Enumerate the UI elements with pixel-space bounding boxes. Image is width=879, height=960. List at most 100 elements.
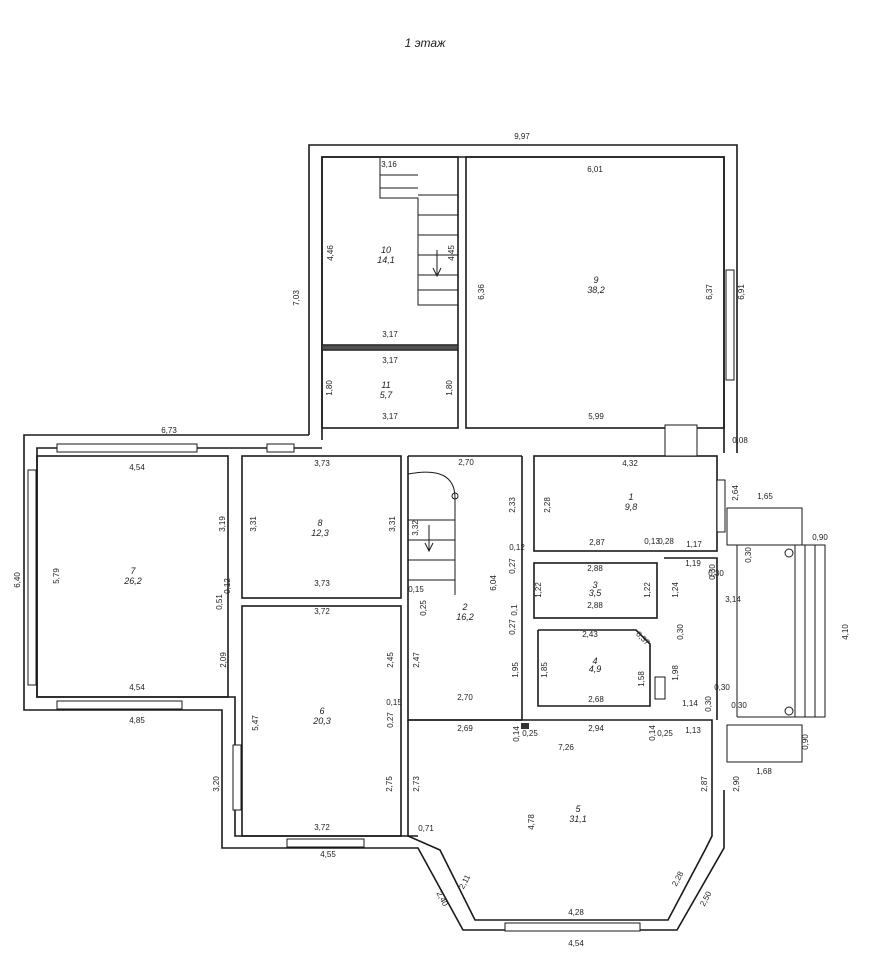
dimension-label: 2,69: [457, 724, 473, 733]
dimension-label: 3,16: [381, 160, 397, 169]
svg-text:16,2: 16,2: [456, 612, 474, 622]
room-labels: 19,8 216,2 33,5 44,9 531,1 620,3 726,2 8…: [123, 245, 637, 824]
dimension-label: 2,43: [582, 630, 598, 639]
interior-walls: [36, 156, 826, 921]
svg-text:1: 1: [628, 492, 633, 502]
dimension-label: 2,33: [508, 497, 517, 513]
dimension-label: 2,09: [219, 652, 228, 668]
svg-text:7: 7: [130, 566, 136, 576]
dimension-label: 2,87: [589, 538, 605, 547]
dimension-label: 6,91: [737, 284, 746, 300]
dimension-label: 4,54: [129, 683, 145, 692]
dimension-label: 7,03: [292, 290, 301, 306]
dimension-label: 2,70: [457, 693, 473, 702]
dimension-label: 0,15: [386, 698, 402, 707]
dimension-label: 4,10: [841, 624, 850, 640]
dimension-label: 4,85: [129, 716, 145, 725]
dimension-label: 3,17: [382, 330, 398, 339]
svg-text:11: 11: [381, 380, 390, 390]
dimension-label: 1,19: [685, 559, 701, 568]
dimension-label: 3,14: [725, 595, 741, 604]
dimension-label: 6,73: [161, 426, 177, 435]
dimension-label: 0,30: [708, 569, 724, 578]
dimension-label: 1,80: [445, 380, 454, 396]
svg-text:3,5: 3,5: [589, 588, 603, 598]
dimension-label: 5,47: [251, 715, 260, 731]
dimension-label: 4,46: [326, 245, 335, 261]
room-label-2: 216,2: [456, 602, 474, 622]
room-label-1: 19,8: [625, 492, 638, 512]
dimension-label: 0,08: [732, 436, 748, 445]
dimension-label: 1,17: [686, 540, 702, 549]
svg-text:9: 9: [593, 275, 598, 285]
svg-text:20,3: 20,3: [312, 716, 331, 726]
dimension-label: 2,75: [385, 776, 394, 792]
dimension-label: 2,90: [732, 776, 741, 792]
dimension-label: 3,73: [314, 459, 330, 468]
dimension-label: 0,51: [215, 594, 224, 610]
dimension-label: 1,98: [671, 665, 680, 681]
dimension-label: 0,15: [408, 585, 424, 594]
dimension-label: 1,13: [685, 726, 701, 735]
dimension-label: 2,73: [412, 776, 421, 792]
dimension-label: 0,1: [510, 604, 519, 616]
dimension-label: 1,22: [643, 582, 652, 598]
dimension-label: 0,13: [644, 537, 660, 546]
dimension-label: 0,71: [418, 824, 434, 833]
room-label-9: 938,2: [587, 275, 605, 295]
dimension-label: 2,47: [412, 652, 421, 668]
svg-text:31,1: 31,1: [569, 814, 587, 824]
dimension-label: 0,27: [508, 558, 517, 574]
dimension-label: 0,12: [223, 578, 232, 594]
dimension-label: 2,88: [587, 564, 603, 573]
dimension-label: 4,78: [527, 814, 536, 830]
dimension-label: 0,25: [522, 729, 538, 738]
svg-text:8: 8: [317, 518, 322, 528]
dimension-label: 6,04: [489, 575, 498, 591]
svg-text:6: 6: [319, 706, 324, 716]
dimension-label: 0,12: [509, 543, 525, 552]
dimension-label: 0,30: [744, 547, 753, 563]
dimension-label: 1,68: [756, 767, 772, 776]
room-label-8: 812,3: [311, 518, 329, 538]
dimension-label: 2,64: [731, 485, 740, 501]
room-label-6: 620,3: [312, 706, 331, 726]
dimension-label: 4,28: [568, 908, 584, 917]
dimension-label: 0,37: [634, 630, 652, 648]
dimension-label: 2,50: [698, 889, 714, 907]
dimension-label: 6,36: [477, 284, 486, 300]
svg-text:14,1: 14,1: [377, 255, 395, 265]
dimension-label: 3,19: [218, 516, 227, 532]
dimension-label: 2,68: [588, 695, 604, 704]
dimension-label: 0,30: [731, 701, 747, 710]
dimension-label: 3,17: [382, 412, 398, 421]
svg-text:10: 10: [381, 245, 391, 255]
dimension-label: 0,30: [714, 683, 730, 692]
dimension-label: 2,45: [386, 652, 395, 668]
dimension-label: 0,28: [658, 537, 674, 546]
dimension-label: 0,90: [812, 533, 828, 542]
dimension-label: 0,30: [708, 564, 717, 580]
dimension-label: 1,95: [511, 662, 520, 678]
svg-text:2: 2: [461, 602, 467, 612]
dimension-label: 1,22: [534, 582, 543, 598]
dimension-label: 2,28: [543, 497, 552, 513]
dimension-label: 4,54: [568, 939, 584, 948]
svg-text:4,9: 4,9: [589, 664, 602, 674]
dimension-label: 1,14: [682, 699, 698, 708]
dimension-label: 1,80: [325, 380, 334, 396]
dimension-label: 2,28: [670, 869, 686, 887]
dimension-label: 1,65: [757, 492, 773, 501]
dimension-label: 3,72: [314, 823, 330, 832]
dimension-label: 1,58: [637, 671, 646, 687]
windows: [27, 269, 735, 932]
dimension-label: 0,27: [386, 712, 395, 728]
svg-text:3: 3: [592, 580, 597, 590]
dimension-label: 1,85: [540, 662, 549, 678]
dimension-label: 0,14: [512, 726, 521, 742]
dimension-label: 0,25: [657, 729, 673, 738]
svg-text:4: 4: [592, 656, 597, 666]
room-label-11: 115,7: [380, 380, 394, 400]
dimension-label: 0,90: [801, 734, 810, 750]
